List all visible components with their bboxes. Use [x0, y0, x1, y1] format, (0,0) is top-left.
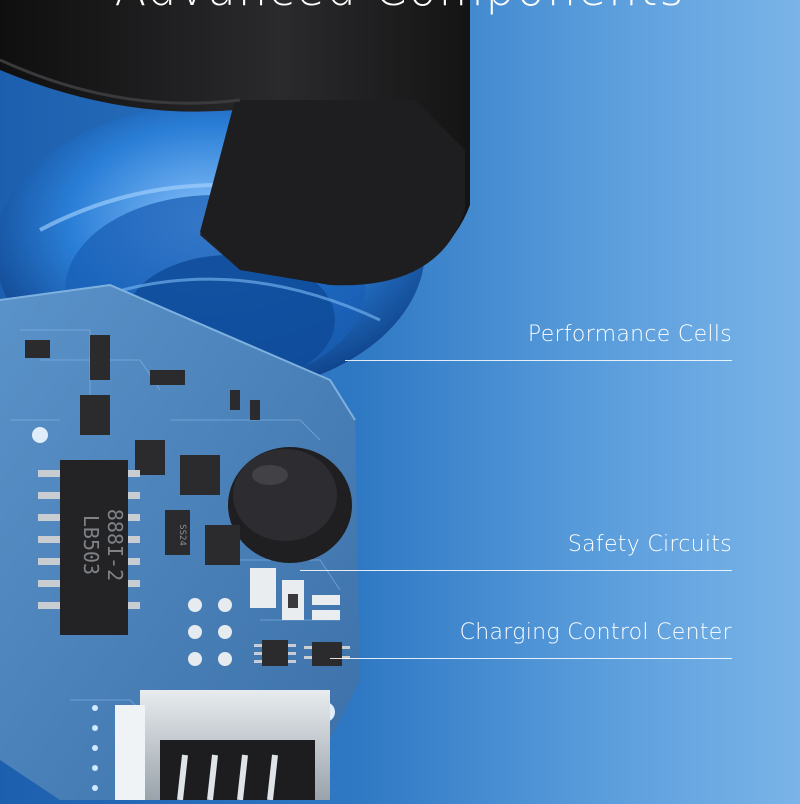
inductor — [228, 447, 352, 563]
ic-chip-3 — [165, 510, 190, 555]
safety-circuits — [25, 335, 352, 565]
callout-line-safety-circuits — [300, 570, 732, 571]
chip-label-line1: 888I-2 — [103, 509, 127, 581]
ic-chip-2 — [205, 525, 240, 565]
usb-port — [115, 690, 330, 801]
charger-housing — [0, 0, 470, 286]
callout-line-performance-cells — [345, 360, 732, 361]
capacitor-block — [135, 440, 165, 475]
headline: Advanced Components — [0, 0, 800, 16]
callout-safety-circuits: Safety Circuits — [567, 532, 732, 557]
chip-label-line2: LB503 — [79, 515, 103, 575]
edge-contacts — [92, 705, 98, 791]
callout-charging-control-center: Charging Control Center — [459, 620, 732, 645]
main-controller-chip: 888I-2 LB503 SS24 — [38, 460, 187, 635]
ic-chip-1 — [180, 455, 220, 495]
charging-control-center — [188, 568, 350, 666]
callout-line-charging-control-center — [330, 658, 732, 659]
callout-performance-cells: Performance Cells — [527, 322, 732, 347]
small-chip-label: SS24 — [177, 524, 187, 546]
